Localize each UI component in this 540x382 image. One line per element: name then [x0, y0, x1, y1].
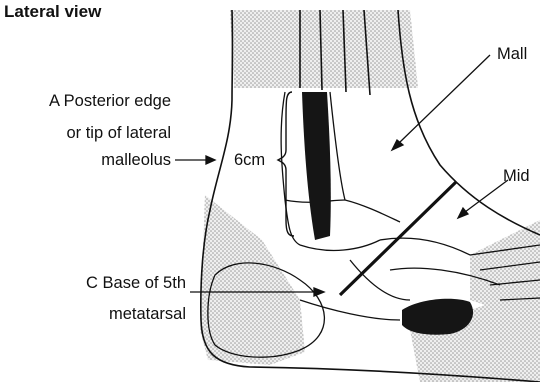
label-base-5th-line1: C Base of 5th — [86, 274, 186, 293]
midfoot-cross-line — [340, 182, 456, 295]
fibula-black-fill — [302, 92, 331, 240]
label-posterior-edge-line3: malleolus — [101, 151, 171, 170]
measurement-label: 6cm — [234, 151, 265, 170]
label-posterior-edge-line1: A Posterior edge — [49, 92, 171, 111]
label-mall: Mall — [497, 45, 527, 64]
measure-bracket — [278, 92, 294, 236]
label-posterior-edge-line2: or tip of lateral — [66, 124, 171, 143]
view-title: Lateral view — [4, 2, 101, 21]
label-mid: Mid — [503, 167, 530, 186]
label-base-5th-line2: metatarsal — [109, 305, 186, 324]
shaded-regions — [200, 10, 540, 382]
navicular-black-fill — [402, 299, 473, 335]
